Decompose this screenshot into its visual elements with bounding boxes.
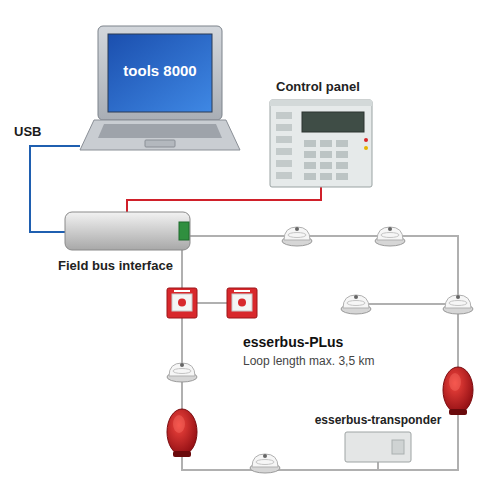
edge-label: USB (14, 124, 41, 140)
screen-text: tools 8000 (123, 62, 196, 80)
siren (443, 367, 473, 415)
panel-key (304, 151, 316, 158)
laptop-screen (108, 34, 212, 112)
label-holder: Loop length max. 3,5 km (243, 354, 374, 368)
smoke-detector (282, 227, 312, 246)
laptop-lid (98, 26, 222, 120)
note-text: Loop length max. 3,5 km (243, 354, 374, 368)
panel-led (364, 146, 368, 150)
loop-wire (356, 303, 458, 305)
laptop-base (80, 120, 240, 150)
terminal-block (179, 222, 189, 240)
panel-housing (270, 100, 372, 187)
laptop: tools 8000 (80, 26, 240, 150)
panel-key (336, 162, 348, 169)
transponder-box: esserbus-transponder (345, 432, 411, 462)
panel-cable (127, 187, 321, 212)
panel-zone-key (276, 112, 292, 119)
panel-display (302, 112, 364, 132)
siren (167, 409, 197, 457)
smoke-detector (167, 363, 197, 382)
laptop-touchpad (145, 140, 175, 147)
panel-key (304, 173, 316, 180)
panel-zone-key (276, 148, 292, 155)
panel-top-strip (270, 100, 372, 106)
smoke-detector (443, 295, 473, 314)
bus-name: esserbus-PLus (243, 334, 343, 351)
label-holder: esserbus-PLus (243, 334, 343, 351)
node-heading: esserbus-transponder (315, 413, 442, 427)
control-panel: Control panel (270, 100, 372, 187)
manual-call-point (227, 288, 257, 318)
panel-key (320, 162, 332, 169)
panel-key (320, 151, 332, 158)
smoke-detector (250, 454, 280, 473)
field-bus-interface: Field bus interface (65, 212, 190, 250)
panel-key (336, 140, 348, 147)
edge-label-holder: USB (14, 124, 41, 140)
panel-zone-key (276, 172, 292, 179)
smoke-detector (375, 227, 405, 246)
panel-key (336, 151, 348, 158)
laptop-keyboard (98, 124, 222, 138)
connector-group (30, 146, 458, 470)
panel-key (320, 173, 332, 180)
panel-led (364, 138, 368, 142)
panel-zone-key (276, 124, 292, 131)
panel-zone-key (276, 160, 292, 167)
node-heading: Field bus interface (58, 258, 173, 274)
interface-housing (65, 212, 190, 250)
panel-zone-key (276, 136, 292, 143)
smoke-detector (341, 295, 371, 314)
panel-keypad (304, 140, 348, 180)
loop-wire (190, 236, 458, 470)
manual-call-point (167, 288, 197, 318)
panel-key (320, 140, 332, 147)
transponder-slot (392, 440, 404, 454)
panel-key (304, 140, 316, 147)
panel-key (304, 162, 316, 169)
panel-key (336, 173, 348, 180)
node-heading: Control panel (276, 79, 360, 95)
transponder-housing (345, 432, 411, 462)
